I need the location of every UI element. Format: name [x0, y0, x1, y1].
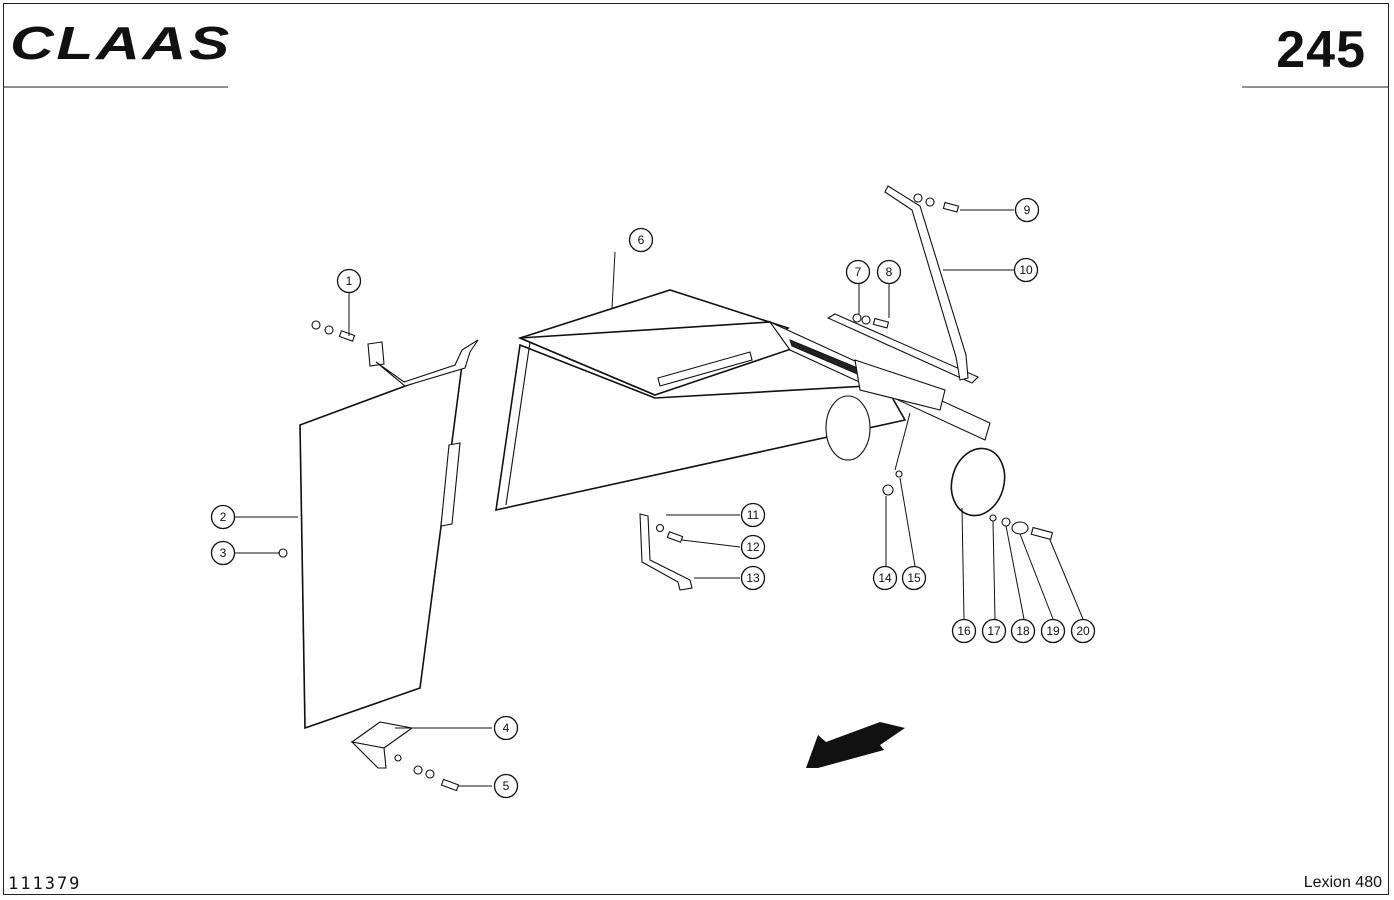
top-bracket-part	[311, 320, 479, 387]
page-number: 245	[1276, 21, 1366, 79]
callout-circle	[210, 540, 236, 566]
drawing-number: 111379	[8, 874, 82, 894]
callout-circle	[740, 565, 766, 591]
callout-8: 8	[876, 259, 902, 285]
callout-number: 3	[220, 546, 227, 560]
callout-20: 20	[1070, 618, 1096, 644]
callout-circle	[210, 504, 236, 530]
callout-number: 13	[746, 571, 760, 585]
side-panel-part	[299, 363, 463, 730]
lower-bracket-part	[350, 721, 460, 792]
model-name: Lexion 480	[1303, 874, 1382, 891]
callout-circle	[740, 502, 766, 528]
callout-1: 1	[336, 268, 362, 294]
callout-number: 17	[987, 624, 1001, 638]
hex-nut-part	[882, 484, 894, 496]
callout-number: 9	[1024, 203, 1031, 217]
callout-number: 20	[1076, 624, 1090, 638]
callout-circle	[1070, 618, 1096, 644]
page-frame	[3, 3, 1389, 895]
callout-circle	[740, 534, 766, 560]
callout-17: 17	[981, 618, 1007, 644]
callout-circle	[901, 565, 927, 591]
callout-circle	[876, 259, 902, 285]
support-strut-part	[826, 185, 979, 384]
callout-13: 13	[740, 565, 766, 591]
callout-number: 1	[346, 274, 353, 288]
callout-number: 4	[503, 721, 510, 735]
callout-number: 2	[220, 510, 227, 524]
callout-circle	[493, 715, 519, 741]
callout-6: 6	[628, 227, 654, 253]
callout-circle	[1010, 618, 1036, 644]
small-bracket-part	[639, 513, 693, 591]
callout-number: 6	[638, 233, 645, 247]
callout-9: 9	[1014, 197, 1040, 223]
callout-circle	[845, 259, 871, 285]
callout-circle	[493, 773, 519, 799]
callout-15: 15	[901, 565, 927, 591]
callout-number: 10	[1019, 263, 1033, 277]
callout-number: 14	[878, 571, 892, 585]
callout-number: 7	[855, 265, 862, 279]
callout-14: 14	[872, 565, 898, 591]
washer-part	[895, 470, 903, 478]
callout-5: 5	[493, 773, 519, 799]
callout-7: 7	[845, 259, 871, 285]
callout-3: 3	[210, 540, 236, 566]
callout-4: 4	[493, 715, 519, 741]
callout-number: 5	[503, 779, 510, 793]
direction-arrow-icon	[806, 722, 905, 768]
callout-16: 16	[951, 618, 977, 644]
callout-number: 12	[746, 540, 760, 554]
callout-circle	[1014, 197, 1040, 223]
leader-lines	[235, 209, 1084, 787]
callout-18: 18	[1010, 618, 1036, 644]
callout-11: 11	[740, 502, 766, 528]
callout-12: 12	[740, 534, 766, 560]
claas-logo-text: CLAAS	[10, 24, 232, 64]
callout-circle	[872, 565, 898, 591]
callout-2: 2	[210, 504, 236, 530]
callout-number: 11	[747, 508, 760, 522]
callout-circle	[951, 618, 977, 644]
callout-circle	[1013, 257, 1039, 283]
callout-number: 15	[907, 571, 921, 585]
callout-number: 19	[1046, 624, 1060, 638]
callout-circle	[336, 268, 362, 294]
main-cover-part	[495, 289, 991, 512]
callout-number: 8	[886, 265, 893, 279]
callout-circle	[628, 227, 654, 253]
round-cover-part	[950, 447, 1054, 541]
callout-circle	[1040, 618, 1066, 644]
callout-number: 16	[957, 624, 971, 638]
claas-logo: CLAAS	[10, 24, 232, 64]
callout-10: 10	[1013, 257, 1039, 283]
callout-number: 18	[1016, 624, 1030, 638]
nut-part	[278, 548, 288, 558]
callout-circle	[981, 618, 1007, 644]
callout-19: 19	[1040, 618, 1066, 644]
